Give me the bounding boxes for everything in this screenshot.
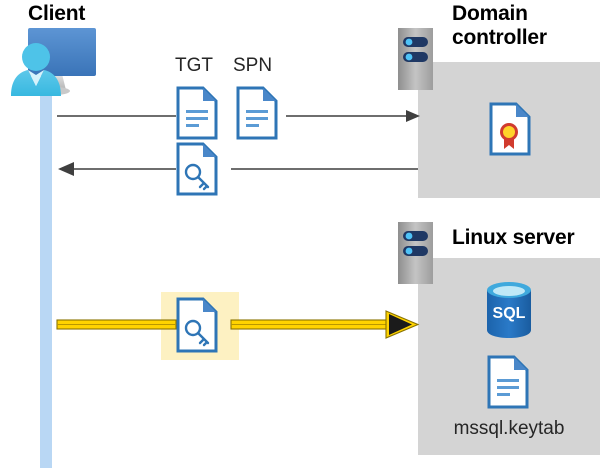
domain-controller-title-line2: controller xyxy=(452,25,547,49)
arrow-dc-to-client xyxy=(58,162,418,176)
document-key-icon-service-ticket xyxy=(176,142,218,201)
label-spn: SPN xyxy=(233,55,273,76)
domain-controller-title-line1: Domain xyxy=(452,2,528,25)
page-title-linux-server: Linux server xyxy=(452,226,575,249)
label-tgt: TGT xyxy=(175,55,213,76)
certificate-document-icon xyxy=(489,102,531,161)
document-lines-icon-spn xyxy=(236,86,278,145)
keytab-filename-label: mssql.keytab xyxy=(453,418,565,439)
document-lines-icon-keytab xyxy=(487,355,529,414)
client-icon xyxy=(6,24,102,98)
server-tower-icon-linux-server xyxy=(398,222,433,289)
svg-text:SQL: SQL xyxy=(493,305,526,322)
page-title-domain-controller: Domain controller xyxy=(452,2,592,49)
server-tower-icon-domain-controller xyxy=(398,28,433,95)
page-title-client: Client xyxy=(28,2,86,25)
document-key-icon-keytab-ticket xyxy=(176,297,218,358)
document-lines-icon-tgt xyxy=(176,86,218,145)
client-lifeline xyxy=(40,82,52,468)
sql-database-cylinder-icon: SQL xyxy=(484,281,534,344)
